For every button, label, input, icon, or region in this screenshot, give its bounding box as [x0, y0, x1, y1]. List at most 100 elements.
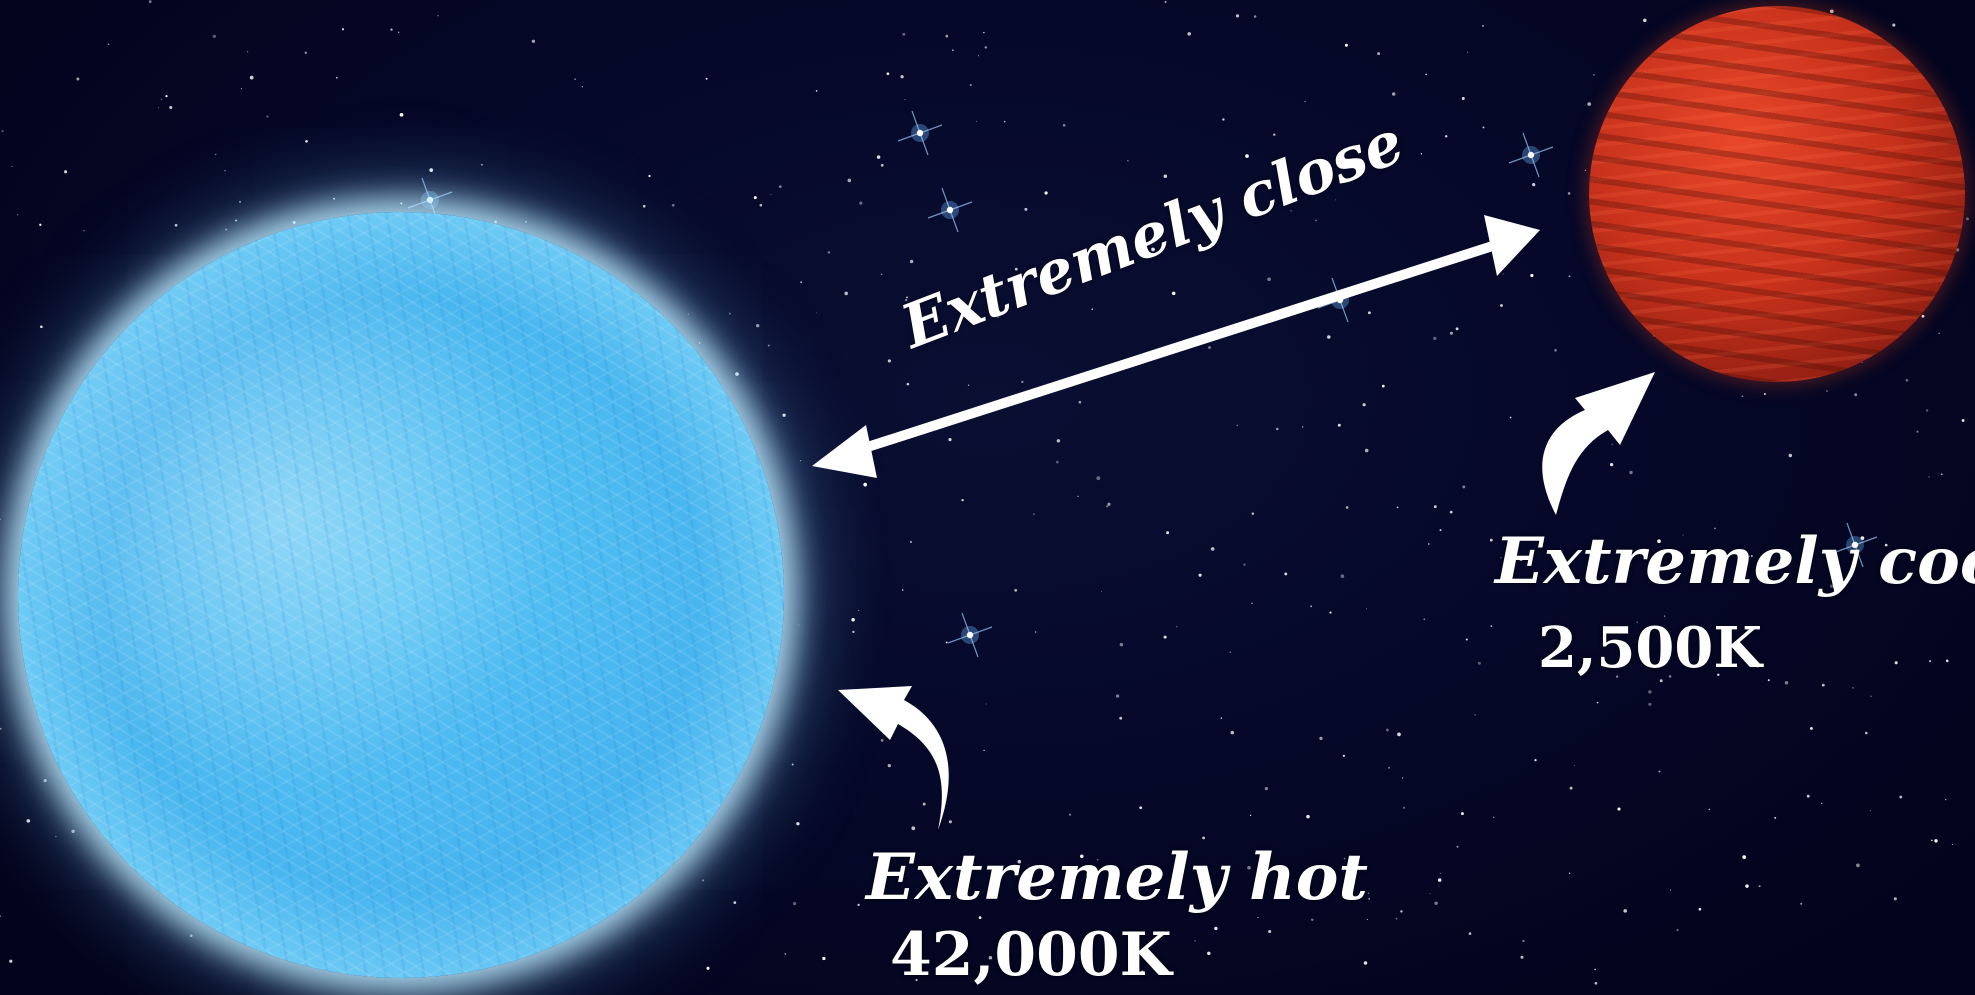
background-star [1021, 380, 1024, 384]
background-star [1748, 555, 1751, 558]
background-star [1024, 207, 1028, 211]
background-star [880, 738, 884, 742]
background-star [1477, 661, 1481, 665]
background-star [1141, 970, 1144, 973]
background-star [1774, 816, 1777, 819]
background-star [859, 201, 863, 205]
background-star [756, 324, 760, 328]
hot-star-label: Extremely hot [866, 840, 1368, 915]
background-star [1056, 439, 1061, 443]
background-star [247, 51, 249, 53]
background-star [706, 966, 710, 970]
background-star [304, 51, 307, 54]
background-star [1365, 608, 1368, 610]
background-star [1821, 683, 1825, 687]
background-star [333, 197, 335, 200]
background-star [759, 203, 763, 207]
background-star [1096, 858, 1099, 861]
background-star [11, 165, 13, 167]
background-star [39, 223, 42, 226]
background-star [1668, 675, 1672, 678]
background-star [1870, 695, 1872, 698]
background-star [390, 28, 393, 31]
background-star [1509, 416, 1512, 419]
background-star [1194, 940, 1196, 942]
background-star [1669, 889, 1672, 891]
background-star [858, 610, 860, 612]
bright-star [1832, 522, 1878, 568]
background-star [1474, 714, 1476, 716]
background-star [1826, 390, 1828, 392]
background-star [1243, 563, 1246, 566]
background-star [961, 498, 964, 502]
background-star [26, 819, 31, 823]
background-star [235, 219, 238, 222]
background-star [815, 90, 818, 92]
background-star [1062, 123, 1066, 127]
background-star [1123, 974, 1125, 976]
background-star [1745, 884, 1749, 888]
background-star [9, 959, 13, 963]
background-star [1925, 409, 1929, 412]
background-star [494, 220, 497, 224]
background-star [1139, 806, 1143, 810]
background-star [1014, 267, 1018, 271]
background-star [1884, 543, 1888, 547]
background-star [397, 31, 400, 34]
background-star [1077, 495, 1079, 498]
background-star [945, 641, 948, 644]
background-star [1456, 845, 1459, 848]
background-star [1682, 534, 1684, 536]
bright-star [947, 612, 993, 658]
background-star [1268, 929, 1272, 934]
background-star [1554, 348, 1557, 352]
background-star [1101, 590, 1103, 592]
background-star [399, 112, 404, 117]
background-star [1905, 379, 1909, 382]
background-star [969, 83, 972, 87]
background-star [1319, 736, 1323, 741]
background-star [224, 169, 226, 172]
background-star [1940, 473, 1943, 476]
hot-star-surface-texture [18, 212, 784, 978]
background-star [1362, 403, 1366, 407]
background-star [55, 835, 57, 838]
background-star [169, 105, 173, 110]
background-star [1657, 539, 1661, 544]
background-star [887, 763, 891, 768]
background-star [905, 298, 908, 302]
background-star [1617, 807, 1621, 811]
background-star [753, 196, 757, 200]
background-star [1235, 14, 1240, 18]
background-star [1809, 726, 1813, 730]
background-star [767, 344, 770, 347]
background-star [1593, 74, 1595, 76]
background-star [1091, 308, 1093, 311]
background-star [978, 916, 982, 920]
background-star [1340, 574, 1345, 579]
background-star [1343, 857, 1346, 860]
background-star [1427, 543, 1430, 545]
background-star [400, 202, 403, 205]
background-star [1391, 92, 1396, 96]
background-star [1329, 611, 1332, 614]
background-star [1119, 642, 1124, 647]
background-star [1236, 424, 1239, 427]
background-star [975, 120, 978, 122]
background-star [1821, 802, 1823, 805]
background-star [1048, 937, 1052, 942]
background-star [983, 749, 985, 752]
background-star [1327, 335, 1331, 339]
hot-star-pointer-arrow [838, 686, 949, 830]
background-star [687, 313, 689, 315]
background-star [1445, 135, 1448, 138]
background-star [770, 194, 772, 196]
background-star [1750, 555, 1753, 557]
background-star [1860, 536, 1865, 540]
background-star [798, 624, 800, 626]
background-star [1423, 618, 1426, 621]
background-star [1368, 897, 1371, 900]
background-star [1345, 506, 1349, 509]
background-star [1854, 393, 1858, 397]
